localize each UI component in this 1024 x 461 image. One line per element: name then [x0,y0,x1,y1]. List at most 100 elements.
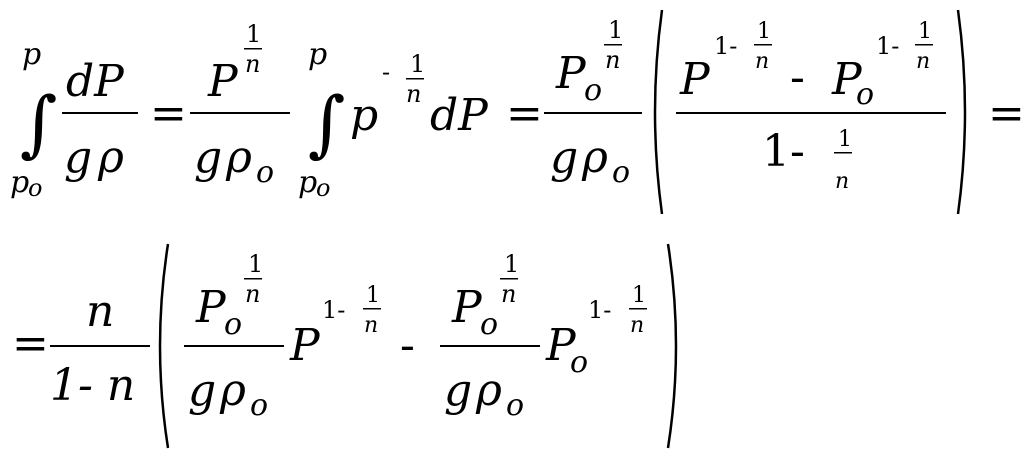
paren-den-bar [834,152,852,154]
equals-line-2: = [12,318,49,369]
fraction-3-exp-num: 1 [608,16,623,44]
term-2-num-sub: o [480,307,498,342]
fraction-3-den-rho: ρ [581,132,608,183]
integrand-differential: dP [430,90,489,141]
fraction-3-exp-den: n [605,46,620,74]
term-1-bar [184,345,284,347]
fraction-n-denominator: 1- n [50,360,135,411]
paren-num-p1-exp-num: 1 [757,19,771,44]
term-2-exp-num: 1 [504,250,519,278]
parenthesis-group-2: P o 1 n g ρ o P 1- 1 n - P o 1 [158,243,678,449]
right-paren-1 [956,9,967,215]
term-1-den-sub: o [250,388,268,423]
term-2-den-sub: o [506,388,524,423]
term-1-num-sub: o [224,307,242,342]
left-paren-1 [653,9,664,215]
term-2-factor-exp-bar [629,308,647,310]
paren-den-lead: 1- [762,126,805,177]
equation-line-2: = n 1- n P o 1 n g ρ o P 1- [12,243,678,449]
term-1-exp-bar [244,278,262,280]
paren-num-p2-exp-lead: 1- [876,32,899,60]
integral-2-lower-limit-sub: o [316,174,330,202]
left-paren-2 [158,243,170,449]
fraction-2-exp-bar [244,48,262,50]
fraction-2-exp-den: n [245,50,260,78]
term-1-factor-exp-bar [363,308,381,310]
paren-den-den: n [835,169,849,194]
fraction-2-num-base: P [207,56,239,107]
integral-1-lower-limit: p [10,165,29,200]
term-1-den-g: g [188,365,216,416]
equals-1: = [150,88,187,139]
integrand: p - 1 n dP [350,50,489,141]
integral-2-upper-limit: p [308,37,327,72]
term-1: P o 1 n g ρ o P 1- 1 n [184,250,381,423]
fraction-po-pow-over-g-rho-o: P o 1 n g ρ o [544,16,642,190]
paren-num-p2-exp-num: 1 [918,19,932,44]
fraction-1-den-rho: ρ [97,132,124,183]
equation-line-1: p ∫ p o dP g ρ = P 1 n g ρ o p ∫ p [10,9,1024,215]
fraction-3-den-sub: o [612,155,630,190]
fraction-1-numerator: dP [66,56,125,107]
term-2-bar [440,345,540,347]
fraction-2-exp-num: 1 [246,20,261,48]
paren-num-p1-exp-den: n [755,49,769,74]
term-2-factor-exp-num: 1 [632,283,646,308]
fraction-n-over-1-minus-n: n 1- n [50,286,150,411]
fraction-3-den-g: g [550,132,578,183]
integral-1-lower-limit-sub: o [28,174,42,202]
term-1-exp-num: 1 [248,250,263,278]
fraction-2-den-g: g [194,132,222,183]
term-2-factor: P [545,320,577,371]
fraction-3-exp-bar [604,44,622,46]
fraction-1-den-g: g [64,132,92,183]
integral-2-lower-limit: p [298,165,317,200]
fraction-dp-over-g-rho: dP g ρ [62,56,138,183]
fraction-3-num-sub: o [584,73,602,108]
term-2-den-g: g [444,365,472,416]
term-2-factor-exp-lead: 1- [588,296,611,324]
paren-num-p2: P [831,54,863,105]
term-2-factor-sub: o [570,345,588,380]
term-1-num-base: P [195,282,227,333]
integrand-exp-num: 1 [410,50,425,78]
term-2: P o 1 n g ρ o P o 1- 1 n [440,250,647,423]
fraction-2-den-sub: o [256,155,274,190]
term-2-num-base: P [451,282,483,333]
right-paren-2 [666,243,678,449]
term-1-factor-exp-lead: 1- [322,296,345,324]
integrand-exp-sign: - [382,58,390,86]
equals-end-line-1: = [988,88,1024,139]
term-2-exp-bar [500,278,518,280]
integrand-exp-den: n [406,80,421,108]
parenthesis-group-1: P 1- 1 n - P o 1- 1 n 1- 1 n [653,9,967,215]
paren-num-p1-exp-bar [754,44,772,46]
fraction-3-num-base: P [555,48,587,99]
paren-num-p2-sub: o [856,77,874,112]
equals-2: = [506,88,543,139]
integral-2: p ∫ p o [298,37,346,202]
term-1-factor-exp-num: 1 [366,283,380,308]
integral-1: p ∫ p o [10,37,58,202]
term-1-exp-den: n [245,280,260,308]
term-2-factor-exp-den: n [630,313,644,338]
paren-num-p2-exp-den: n [916,49,930,74]
integral-1-upper-limit: p [22,37,41,72]
integral-1-sign: ∫ [20,81,58,165]
paren-fraction-bar [676,112,946,114]
fraction-n-numerator: n [86,286,114,337]
paren-num-p2-exp-bar [915,44,933,46]
term-minus: - [400,320,415,371]
term-2-den-rho: ρ [475,365,502,416]
paren-num-minus: - [790,52,805,103]
integral-2-sign: ∫ [308,81,346,165]
integrand-base: p [350,90,378,141]
fraction-p-pow-over-g-rho-o: P 1 n g ρ o [190,20,290,190]
fraction-n-bar [50,345,150,347]
term-2-exp-den: n [501,280,516,308]
paren-den-num: 1 [838,127,852,152]
fraction-2-den-rho: ρ [225,132,252,183]
integrand-exp-bar [406,78,424,80]
term-1-factor: P [289,320,321,371]
